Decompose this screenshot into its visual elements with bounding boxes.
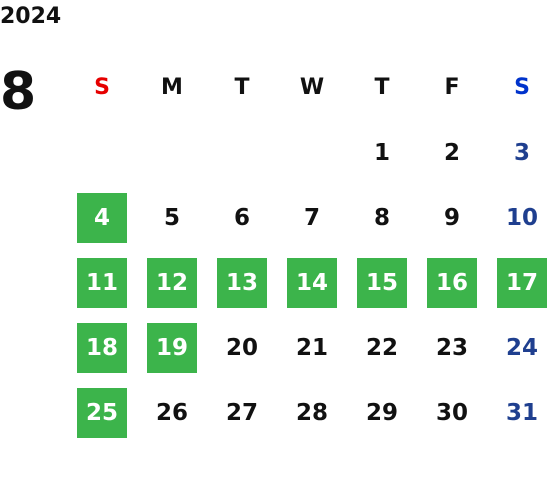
week-row: 25 26 27 28 29 30 31 xyxy=(67,380,548,445)
day-cell-9[interactable]: 9 xyxy=(443,204,460,231)
day-cell-25[interactable]: 25 xyxy=(67,380,137,445)
day-cell-10[interactable]: 10 xyxy=(505,204,538,231)
highlighted-day-12: 12 xyxy=(147,257,197,308)
day-cell-30[interactable]: 30 xyxy=(435,399,468,426)
highlighted-day-15: 15 xyxy=(357,257,407,308)
highlighted-day-18: 18 xyxy=(77,322,127,373)
weekday-header-saturday: S xyxy=(514,75,530,100)
day-cell-26[interactable]: 26 xyxy=(155,399,188,426)
empty-day-cell xyxy=(277,120,347,185)
day-cell-2[interactable]: 2 xyxy=(443,139,460,166)
day-cell-19[interactable]: 19 xyxy=(137,315,207,380)
highlighted-day-14: 14 xyxy=(287,257,337,308)
day-cell-4[interactable]: 4 xyxy=(67,185,137,250)
day-cell-21[interactable]: 21 xyxy=(295,334,328,361)
day-cell-7[interactable]: 7 xyxy=(303,204,320,231)
empty-day-cell xyxy=(137,120,207,185)
weekday-header-tuesday: T xyxy=(234,75,250,100)
day-cell-20[interactable]: 20 xyxy=(225,334,258,361)
weekday-header-friday: F xyxy=(444,75,460,100)
weekday-header-sunday: S xyxy=(94,75,110,100)
weekday-header-monday: M xyxy=(161,75,183,100)
day-cell-6[interactable]: 6 xyxy=(233,204,250,231)
day-cell-3[interactable]: 3 xyxy=(513,139,530,166)
day-cell-13[interactable]: 13 xyxy=(207,250,277,315)
highlighted-day-25: 25 xyxy=(77,387,127,438)
day-cell-31[interactable]: 31 xyxy=(505,399,538,426)
week-row: 1 2 3 xyxy=(67,120,548,185)
week-row: 11 12 13 14 15 16 17 xyxy=(67,250,548,315)
day-cell-5[interactable]: 5 xyxy=(163,204,180,231)
day-cell-23[interactable]: 23 xyxy=(435,334,468,361)
day-cell-29[interactable]: 29 xyxy=(365,399,398,426)
weekday-header-thursday: T xyxy=(374,75,390,100)
day-cell-28[interactable]: 28 xyxy=(295,399,328,426)
year-label: 2024 xyxy=(0,4,62,29)
day-cell-18[interactable]: 18 xyxy=(67,315,137,380)
highlighted-day-4: 4 xyxy=(77,192,127,243)
day-cell-12[interactable]: 12 xyxy=(137,250,207,315)
day-cell-15[interactable]: 15 xyxy=(347,250,417,315)
week-row: 4 5 6 7 8 9 10 xyxy=(67,185,548,250)
month-label: 8 xyxy=(0,62,37,122)
day-cell-16[interactable]: 16 xyxy=(417,250,487,315)
day-cell-24[interactable]: 24 xyxy=(505,334,538,361)
day-cell-1[interactable]: 1 xyxy=(373,139,390,166)
day-cell-8[interactable]: 8 xyxy=(373,204,390,231)
highlighted-day-11: 11 xyxy=(77,257,127,308)
day-cell-27[interactable]: 27 xyxy=(225,399,258,426)
week-row: 18 19 20 21 22 23 24 xyxy=(67,315,548,380)
empty-day-cell xyxy=(67,120,137,185)
empty-day-cell xyxy=(207,120,277,185)
highlighted-day-19: 19 xyxy=(147,322,197,373)
day-cell-17[interactable]: 17 xyxy=(487,250,548,315)
highlighted-day-13: 13 xyxy=(217,257,267,308)
day-cell-22[interactable]: 22 xyxy=(365,334,398,361)
highlighted-day-16: 16 xyxy=(427,257,477,308)
day-cell-11[interactable]: 11 xyxy=(67,250,137,315)
weekday-header-wednesday: W xyxy=(299,75,325,100)
day-cell-14[interactable]: 14 xyxy=(277,250,347,315)
highlighted-day-17: 17 xyxy=(497,257,547,308)
